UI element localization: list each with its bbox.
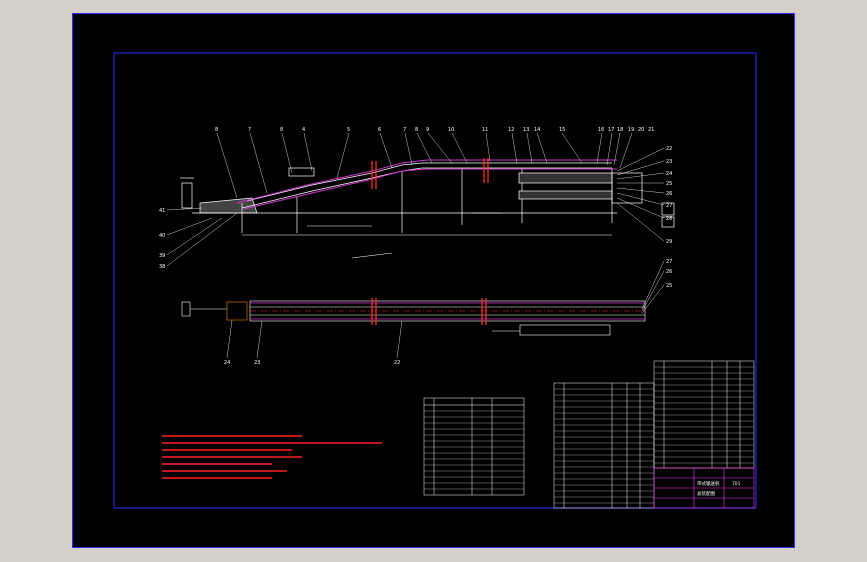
elevation-view	[180, 162, 675, 259]
break-symbol-icon	[371, 298, 487, 325]
table-rows	[424, 366, 754, 504]
callout: 8	[415, 127, 418, 133]
callout: 7	[403, 127, 406, 133]
callout: 11	[482, 127, 488, 133]
callout: 29	[666, 239, 672, 245]
plan-callout-leaders	[226, 260, 665, 359]
title-block	[653, 467, 755, 509]
technical-notes	[162, 435, 382, 479]
callout: 9	[426, 127, 429, 133]
callout: 38	[159, 264, 165, 270]
break-symbol-icon	[371, 158, 489, 189]
callout: 26	[666, 269, 672, 275]
callout: 6	[378, 127, 381, 133]
callout: 19	[628, 127, 634, 133]
callout: 40	[159, 233, 165, 239]
elevation-leaders	[216, 132, 633, 199]
callout: 27	[666, 259, 672, 265]
callout: 12	[508, 127, 514, 133]
tail-drum-icon	[181, 301, 191, 317]
drawing-name-line1: 带式输送机	[697, 480, 720, 487]
outer-frame	[72, 13, 795, 548]
cad-drawing: 8 7 8 4 5 6 7 8 9 10 11 12 13 14 15 16 1…	[72, 13, 795, 548]
drawing-sheet: 8 7 8 4 5 6 7 8 9 10 11 12 13 14 15 16 1…	[72, 13, 795, 548]
callout: 25	[666, 283, 672, 289]
callout: 15	[559, 127, 565, 133]
title-block-text: 带式输送机 总装配图 T01	[697, 480, 741, 497]
centerline-mark-icon	[351, 252, 393, 259]
callout: 26	[666, 191, 672, 197]
callout: 23	[666, 159, 672, 165]
bom-table-right	[653, 360, 755, 469]
callout: 18	[617, 127, 623, 133]
callout: 4	[302, 127, 305, 133]
callout: 7	[248, 127, 251, 133]
belt-plan	[250, 302, 645, 320]
callout: 8	[215, 127, 218, 133]
callout: 22	[394, 360, 400, 366]
callout: 22	[666, 146, 672, 152]
bom-table-left	[553, 382, 655, 509]
parameter-table	[423, 397, 525, 496]
callout: 24	[666, 171, 672, 177]
drawing-name-line2: 总装配图	[697, 490, 715, 497]
callout: 17	[608, 127, 614, 133]
left-callout-labels: 41 40 39 38	[159, 208, 165, 270]
callout: 20	[638, 127, 644, 133]
callout: 41	[159, 208, 165, 214]
callout: 5	[347, 127, 350, 133]
callout: 13	[523, 127, 529, 133]
callout: 39	[159, 253, 165, 259]
callout: 25	[666, 181, 672, 187]
callout: 27	[666, 203, 672, 209]
plan-callout-labels: 27 26 25 24 23 22	[224, 259, 672, 366]
callout: 24	[224, 360, 230, 366]
callout: 23	[254, 360, 260, 366]
drive-unit-icon	[288, 167, 315, 177]
callout: 8	[280, 127, 283, 133]
belt-elevation	[236, 159, 617, 210]
callout: 16	[598, 127, 604, 133]
inner-frame	[113, 52, 757, 509]
plan-view	[181, 300, 646, 336]
callout: 14	[534, 127, 540, 133]
elevation-callout-labels: 8 7 8 4 5 6 7 8 9 10 11 12 13 14 15 16 1…	[215, 127, 654, 133]
callout: 28	[666, 216, 672, 222]
side-callout-labels: 22 23 24 25 26 27 28 29	[666, 146, 672, 245]
drawing-code: T01	[731, 481, 741, 487]
side-callout-leaders	[616, 147, 665, 242]
left-callout-leaders	[166, 207, 238, 267]
callout: 10	[448, 127, 454, 133]
callout: 21	[648, 127, 654, 133]
